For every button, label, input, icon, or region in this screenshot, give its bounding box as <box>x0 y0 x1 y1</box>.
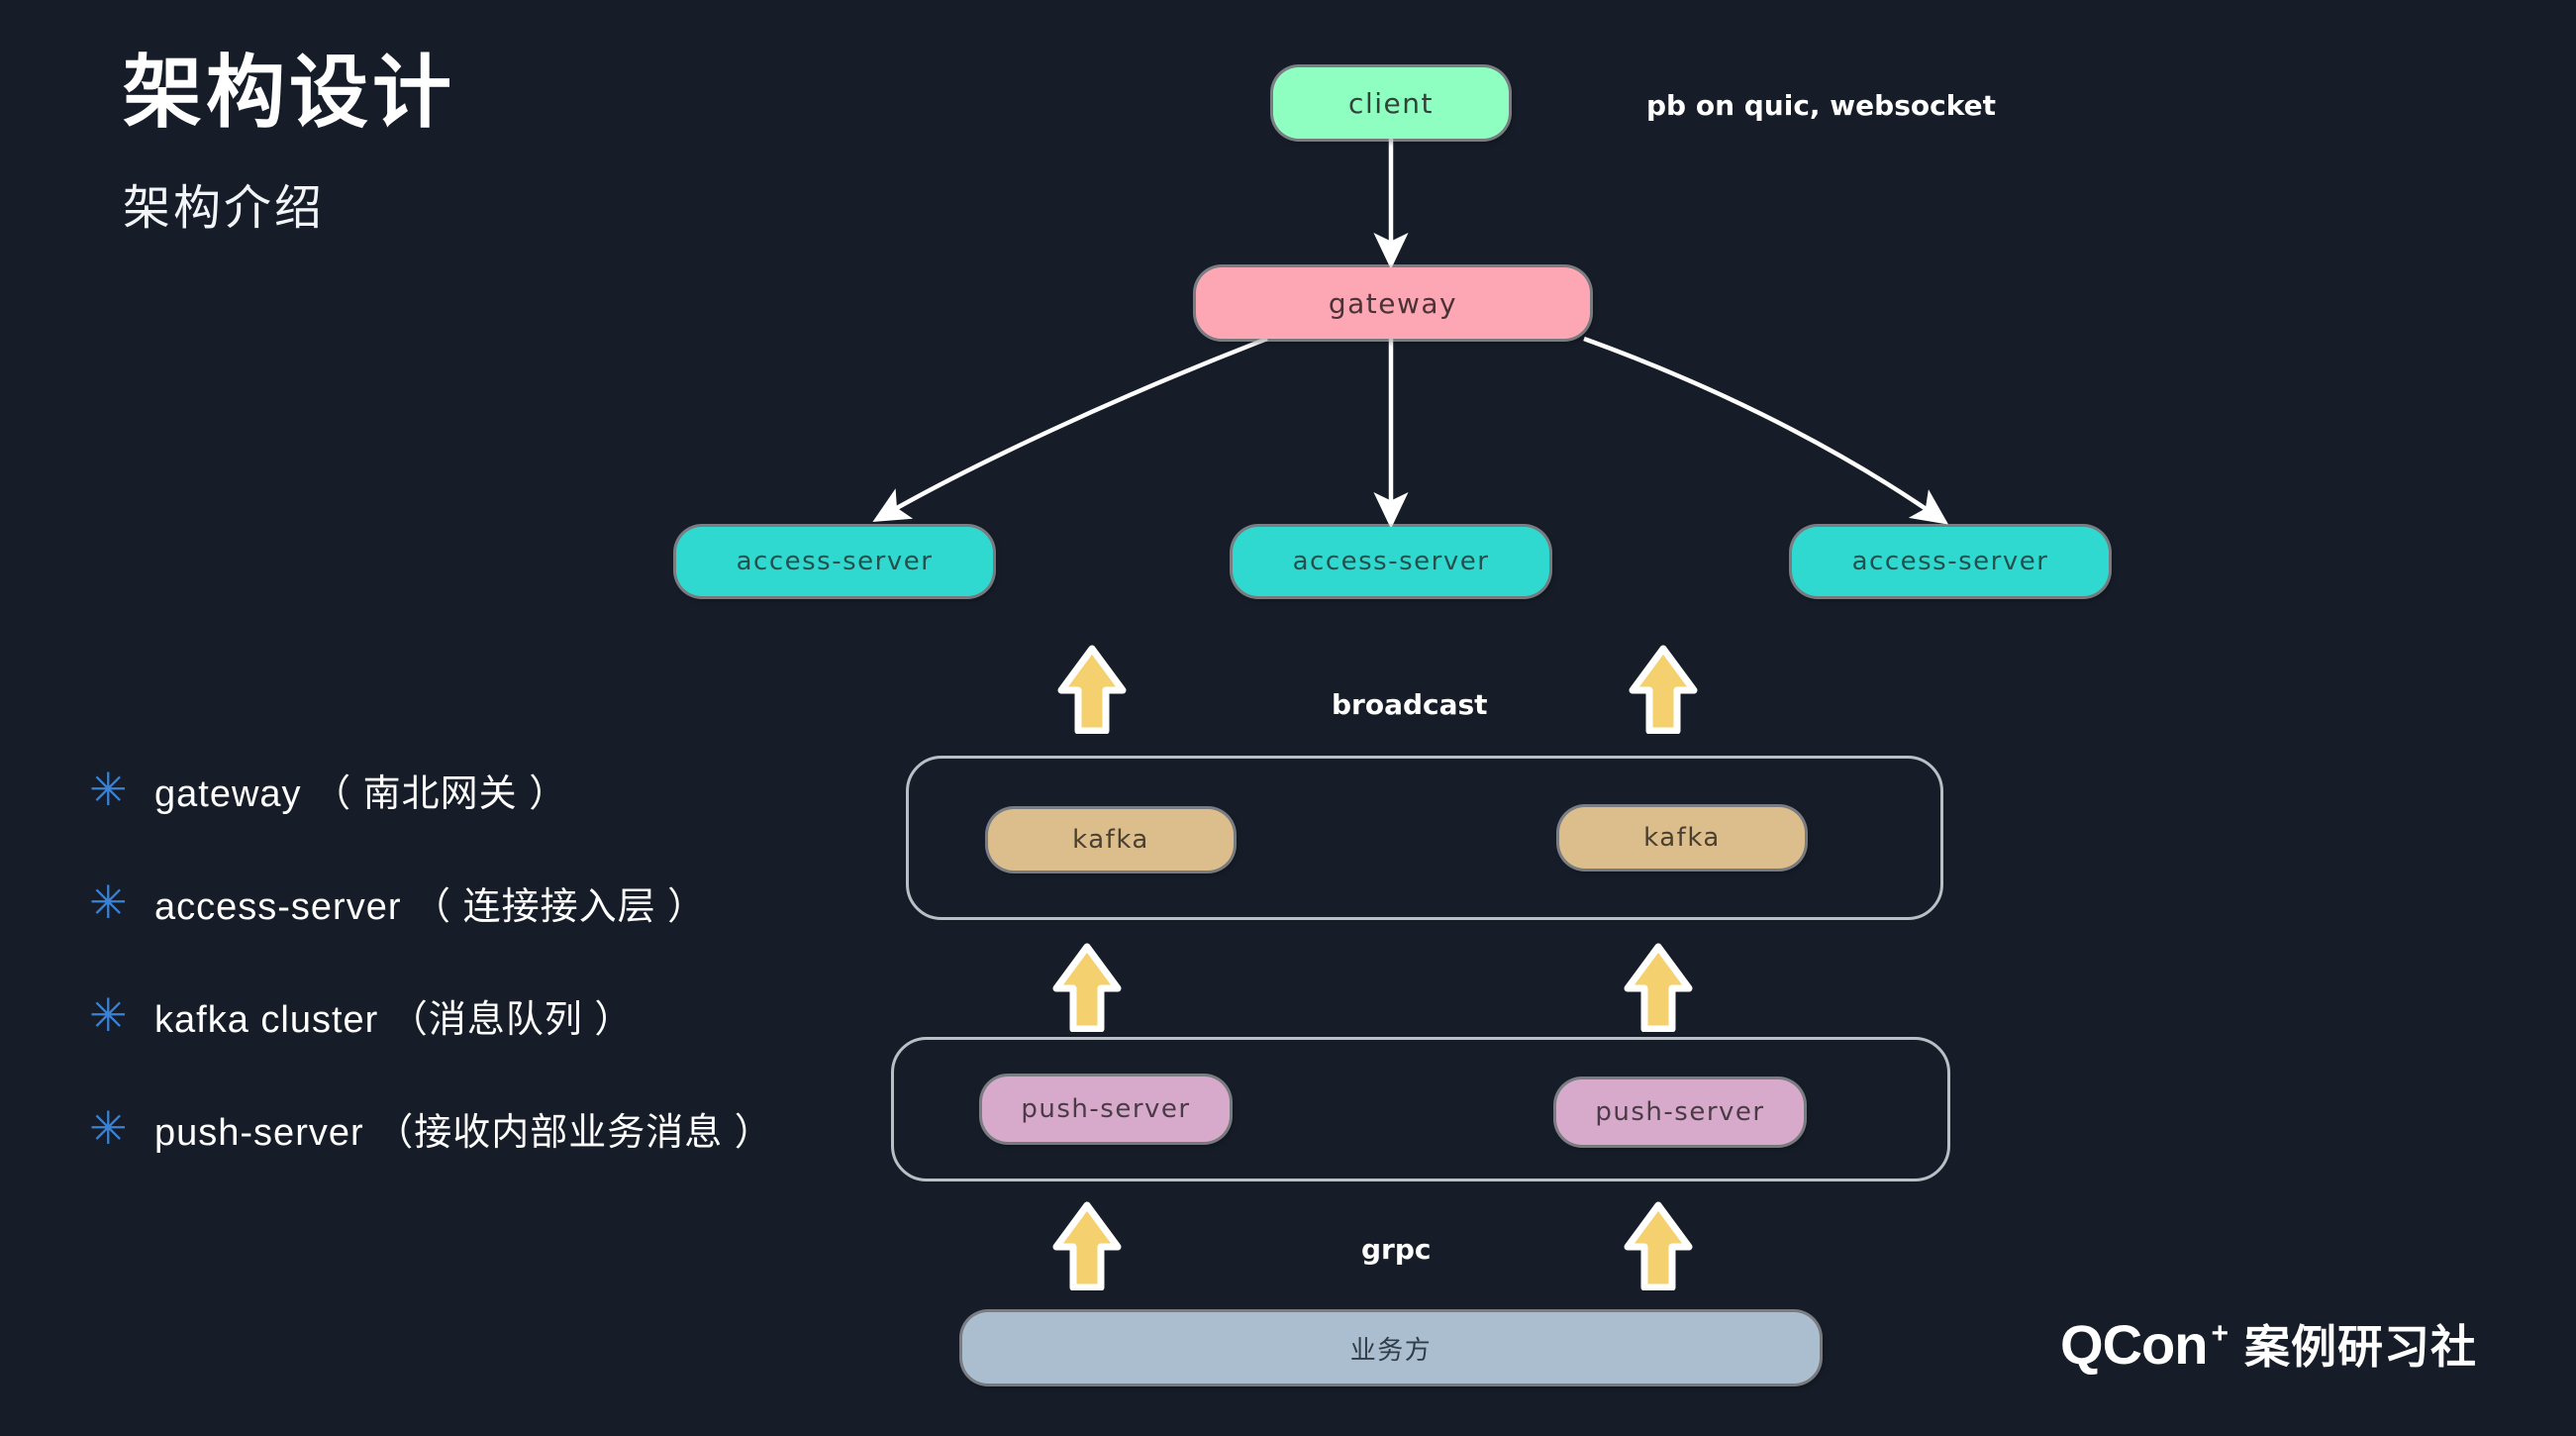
node-push-server-right[interactable]: push-server <box>1556 1079 1804 1145</box>
node-business-label: 业务方 <box>1349 1335 1433 1366</box>
node-kafka-left[interactable]: kafka <box>988 809 1234 871</box>
list-item: ✳ kafka cluster （消息队列 ） <box>89 959 921 1072</box>
block-arrow-push-left-up <box>1052 943 1122 1032</box>
block-arrow-kafka-right-up <box>1629 645 1698 734</box>
block-arrow-business-left-up <box>1052 1201 1122 1290</box>
block-arrow-business-right-up <box>1624 1201 1693 1290</box>
asterisk-bullet-icon: ✳ <box>89 988 128 1042</box>
list-item: ✳ access-server （ 连接接入层 ） <box>89 846 921 959</box>
bullet-list: ✳ gateway （ 南北网关 ） ✳ access-server （ 连接接… <box>89 733 921 1184</box>
node-gateway-label: gateway <box>1328 286 1458 320</box>
node-push-server-left-label: push-server <box>1021 1094 1191 1124</box>
node-client[interactable]: client <box>1273 67 1509 139</box>
node-access-server-mid[interactable]: access-server <box>1233 527 1549 596</box>
node-business[interactable]: 业务方 <box>962 1312 1820 1384</box>
bullet-label-push-server: push-server （接收内部业务消息 ） <box>154 1111 773 1154</box>
node-access-server-left[interactable]: access-server <box>676 527 993 596</box>
node-access-server-right-label: access-server <box>1851 547 2049 576</box>
bullet-label-gateway: gateway （ 南北网关 ） <box>154 772 568 815</box>
group-kafka-cluster <box>906 756 1943 920</box>
node-access-server-right[interactable]: access-server <box>1792 527 2109 596</box>
qcon-logo: QCon + 案例研习社 <box>2060 1311 2477 1377</box>
asterisk-bullet-icon: ✳ <box>89 875 128 929</box>
annotation-broadcast: broadcast <box>1332 688 1488 721</box>
bullet-label-access-server: access-server （ 连接接入层 ） <box>154 885 707 928</box>
asterisk-bullet-icon: ✳ <box>89 763 128 816</box>
page-title: 架构设计 <box>123 49 455 137</box>
qcon-plus-icon: + <box>2211 1317 2229 1350</box>
node-push-server-left[interactable]: push-server <box>982 1077 1230 1142</box>
title-block: 架构设计 架构介绍 <box>123 48 455 238</box>
node-kafka-right[interactable]: kafka <box>1559 807 1805 869</box>
node-kafka-left-label: kafka <box>1072 825 1149 855</box>
annotation-protocol: pb on quic, websocket <box>1646 89 1996 122</box>
list-item: ✳ gateway （ 南北网关 ） <box>89 733 921 846</box>
node-client-label: client <box>1348 86 1434 120</box>
edge-gateway-to-access-left <box>872 336 1268 522</box>
node-push-server-right-label: push-server <box>1595 1097 1765 1127</box>
edge-gateway-to-access-right <box>1583 336 1949 525</box>
asterisk-bullet-icon: ✳ <box>89 1101 128 1155</box>
bullet-label-kafka-cluster: kafka cluster （消息队列 ） <box>154 998 634 1041</box>
node-kafka-right-label: kafka <box>1643 823 1721 853</box>
page-subtitle: 架构介绍 <box>123 182 326 235</box>
list-item: ✳ push-server （接收内部业务消息 ） <box>89 1072 921 1184</box>
block-arrow-push-right-up <box>1624 943 1693 1032</box>
group-push-server-layer <box>891 1037 1950 1181</box>
annotation-grpc: grpc <box>1361 1233 1432 1266</box>
qcon-wordmark: QCon <box>2060 1312 2208 1376</box>
qcon-chinese-label: 案例研习社 <box>2244 1321 2477 1373</box>
node-access-server-mid-label: access-server <box>1292 547 1490 576</box>
block-arrow-kafka-left-up <box>1057 645 1127 734</box>
node-access-server-left-label: access-server <box>736 547 934 576</box>
node-gateway[interactable]: gateway <box>1196 267 1590 339</box>
